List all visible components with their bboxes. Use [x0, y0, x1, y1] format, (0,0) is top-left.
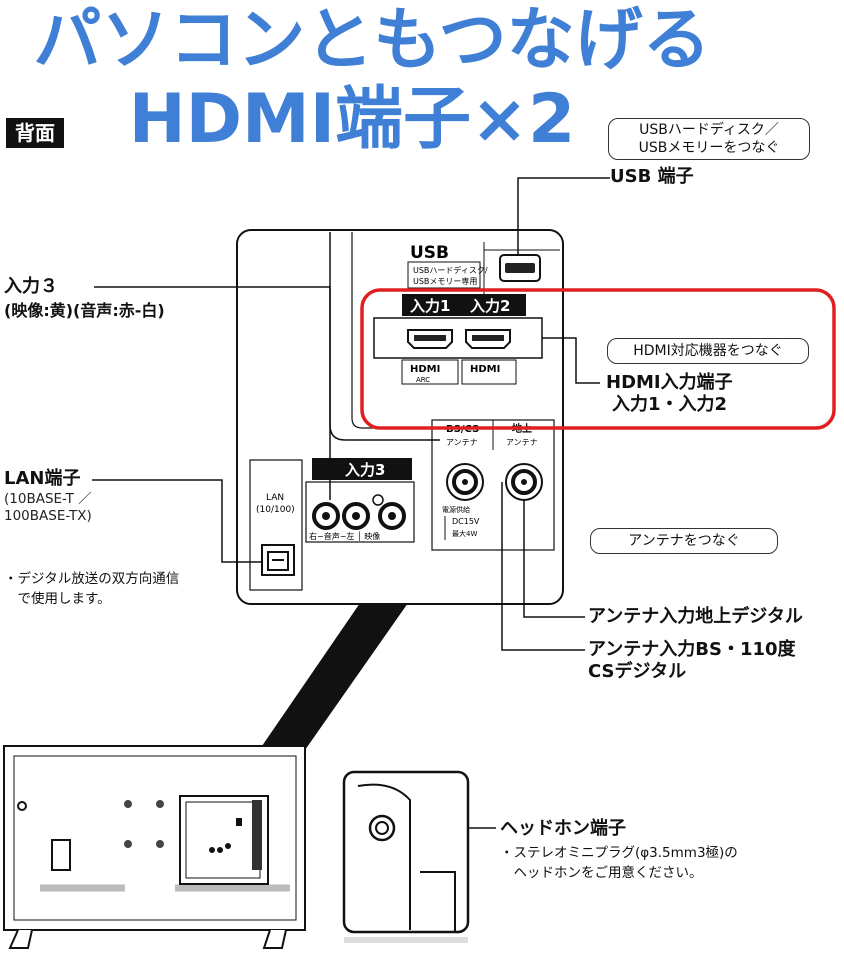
- hdmi-port-title: HDMI入力端子: [606, 372, 733, 393]
- lan-label-1: LAN: [266, 493, 284, 503]
- input3-label: 入力3: [345, 461, 385, 479]
- lan-sub-1: (10BASE-T ／: [4, 491, 92, 507]
- headphone-inset: [342, 770, 470, 934]
- hdmi-port-subtitle: 入力1・入力2: [612, 394, 728, 415]
- headphone-title: ヘッドホン端子: [500, 818, 626, 839]
- terr-label-2: アンテナ: [506, 438, 538, 447]
- lan-sub-2: 100BASE-TX): [4, 508, 92, 524]
- power-note-3: 最大4W: [452, 529, 477, 538]
- usb-pill-line-1: USBハードディスク／: [639, 122, 779, 138]
- hdmi-highlight-box: [360, 288, 836, 430]
- antenna-bs-label-1: アンテナ入力BS・110度: [588, 639, 796, 660]
- input2-label: 入力2: [470, 297, 510, 315]
- antenna-connect-pill: アンテナをつなぐ: [590, 528, 778, 554]
- input3-title: 入力３: [4, 276, 58, 297]
- rear-tag: 背面: [6, 118, 64, 148]
- hdmi-logo-2: HDMI: [470, 364, 500, 375]
- av-sub-label: 右−音声−左 │ 映像: [309, 531, 380, 541]
- lan-note-2: で使用します。: [4, 591, 111, 607]
- lan-note-1: ・デジタル放送の双方向通信: [4, 571, 180, 587]
- arc-label: ARC: [416, 376, 430, 384]
- usb-sub-2: USBメモリー専用: [413, 276, 477, 286]
- usb-pill-line-2: USBメモリーをつなぐ: [638, 140, 780, 156]
- antenna-terrestrial-label: アンテナ入力地上デジタル: [588, 606, 803, 627]
- usb-connect-pill: USBハードディスク／ USBメモリーをつなぐ: [608, 118, 810, 160]
- power-note-2: DC15V: [452, 517, 480, 526]
- av-jacks: [312, 494, 406, 530]
- hdmi-logo-1: HDMI: [410, 364, 440, 375]
- headline-line-2: HDMI端子×2: [128, 80, 576, 159]
- bs-label-2: アンテナ: [446, 438, 478, 447]
- usb-port-label: USB 端子: [610, 166, 694, 187]
- power-note-1: 電源供給: [442, 505, 470, 514]
- lan-label-2: (10/100): [256, 505, 295, 515]
- lan-title: LAN端子: [4, 468, 81, 489]
- hdmi-connect-pill: HDMI対応機器をつなぐ: [607, 338, 809, 364]
- headphone-note-2: ヘッドホンをご用意ください。: [500, 865, 703, 881]
- headphone-note-1: ・ステレオミニプラグ(φ3.5mm3極)の: [500, 845, 738, 861]
- input3-subtitle: (映像:黄)(音声:赤-白): [4, 301, 165, 320]
- usb-sub-1: USBハードディスク/: [413, 265, 488, 275]
- input1-label: 入力1: [410, 297, 450, 315]
- antenna-bs-label-2: CSデジタル: [588, 661, 687, 682]
- headline-line-1: パソコンともつなげる: [33, 1, 711, 80]
- usb-label: USB: [410, 243, 449, 263]
